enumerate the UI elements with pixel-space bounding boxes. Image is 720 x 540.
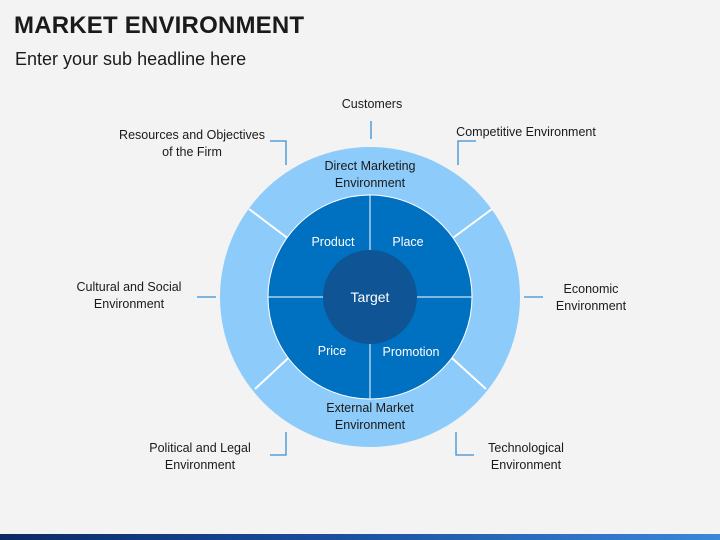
ring-label-top-line1: Direct Marketing — [325, 159, 416, 173]
label-political-line2: Environment — [165, 458, 236, 472]
page-subtitle: Enter your sub headline here — [15, 49, 247, 69]
segment-promotion: Promotion — [383, 345, 440, 359]
segment-place: Place — [392, 235, 423, 249]
page-title: MARKET ENVIRONMENT — [14, 12, 305, 39]
label-political-line1: Political and Legal — [149, 441, 250, 455]
center-circle — [323, 250, 417, 344]
label-customers: Customers — [342, 97, 402, 111]
connectors — [197, 121, 543, 456]
label-technological-line2: Environment — [491, 458, 562, 472]
label-cultural-line1: Cultural and Social — [77, 280, 182, 294]
ring-label-bottom-line1: External Market — [326, 401, 414, 415]
ring-label-top-line2: Environment — [335, 176, 406, 190]
label-economic-line2: Environment — [556, 299, 627, 313]
label-cultural-line2: Environment — [94, 297, 165, 311]
label-resources-line2: of the Firm — [162, 145, 222, 159]
label-technological-line1: Technological — [488, 441, 564, 455]
label-competitive: Competitive Environment — [456, 125, 596, 139]
label-economic-line1: Economic — [564, 282, 619, 296]
footer-accent-bar — [0, 534, 720, 540]
connector-resources — [270, 140, 287, 165]
label-resources-line1: Resources and Objectives — [119, 128, 265, 142]
connector-competitive — [457, 140, 476, 165]
segment-product: Product — [311, 235, 355, 249]
connector-technological — [455, 432, 474, 456]
ring-label-bottom-line2: Environment — [335, 418, 406, 432]
center-label: Target — [351, 289, 390, 305]
connector-political — [270, 432, 287, 456]
segment-price: Price — [318, 344, 347, 358]
